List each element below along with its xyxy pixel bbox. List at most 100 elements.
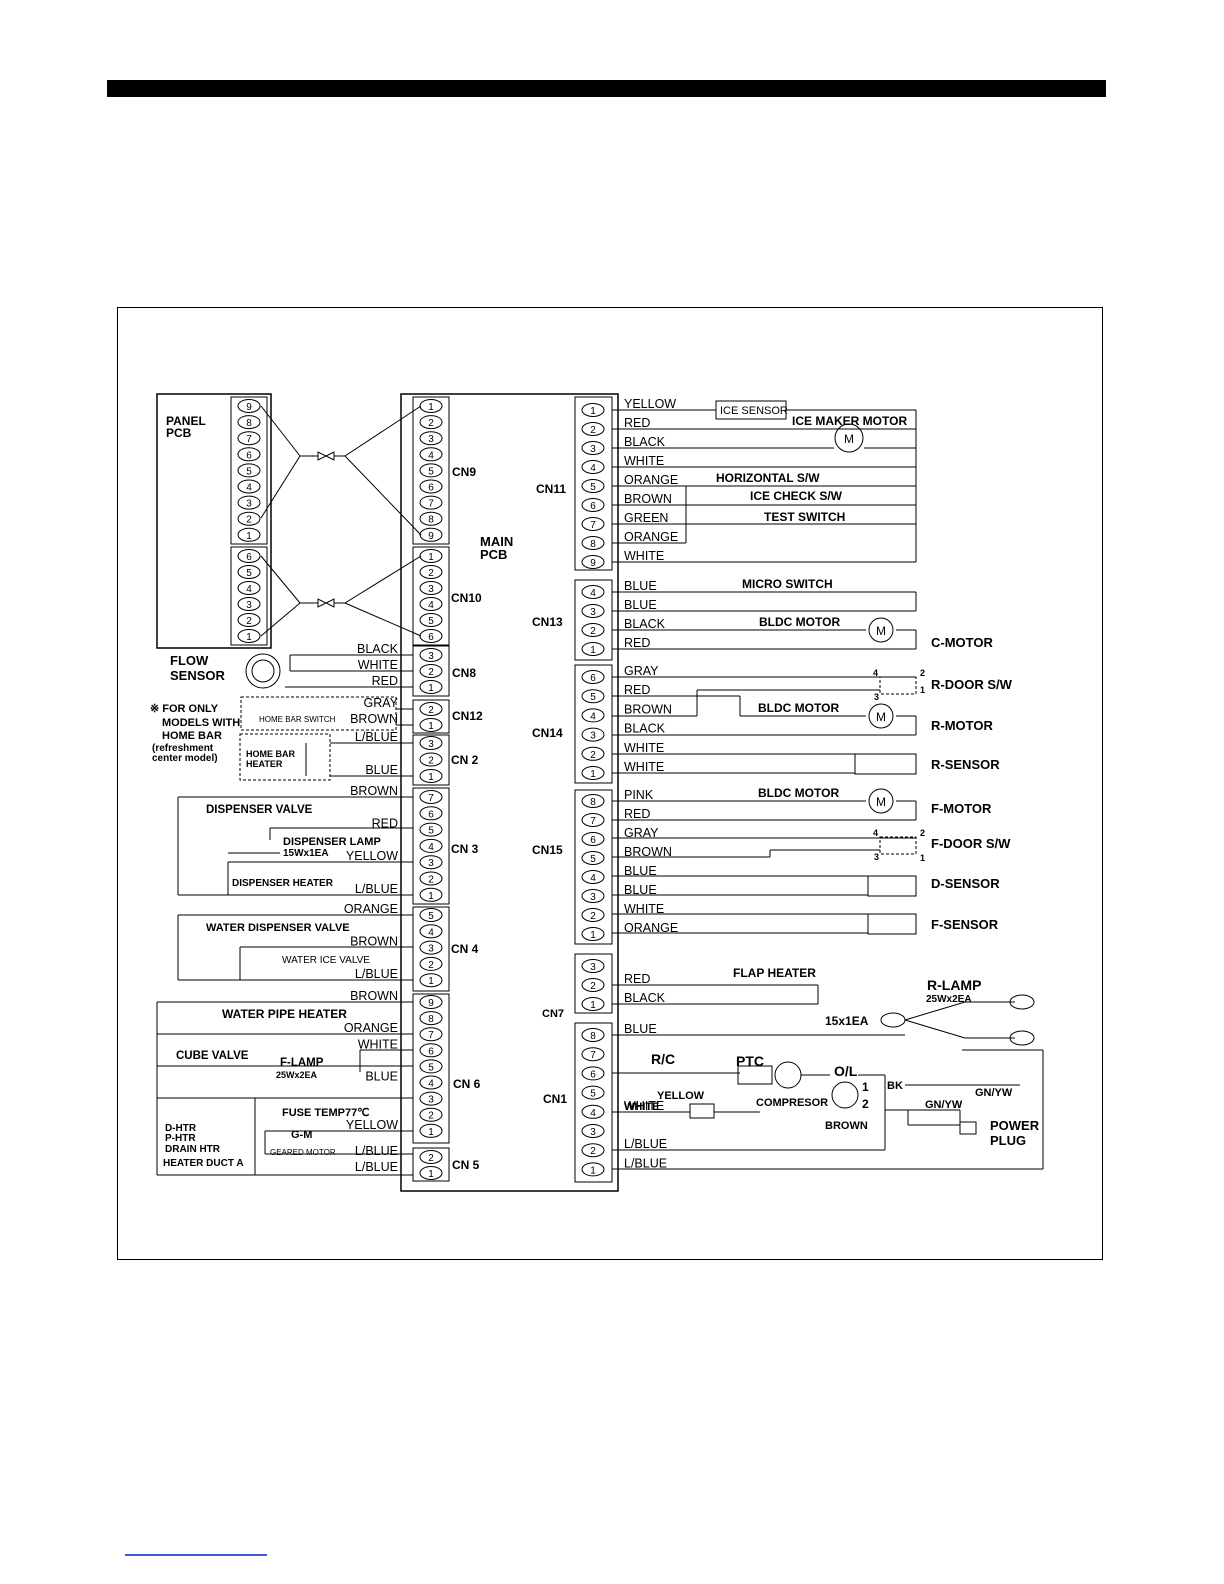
diagram-label: CN10 (451, 591, 482, 605)
wire-color-label: BLUE (624, 864, 657, 878)
pin-number: 6 (428, 809, 434, 820)
connector-pin (581, 978, 605, 992)
connector-pin (237, 581, 261, 595)
diagram-label: PANEL (166, 414, 206, 428)
pin-number: 1 (590, 769, 596, 780)
pin-number: 3 (428, 858, 434, 869)
connector-pin (581, 851, 605, 865)
header-bar (107, 80, 1106, 97)
connector-pin (581, 670, 605, 684)
wire-color-label: BROWN (350, 935, 398, 949)
pin-number: 1 (428, 976, 434, 987)
pin-number: 6 (590, 1069, 596, 1080)
pin-number: 4 (590, 711, 596, 722)
wire-color-label: WHITE (624, 454, 664, 468)
diagram-label: YELLOW (657, 1090, 705, 1102)
connector-pin (419, 822, 443, 837)
connector-pin (237, 495, 261, 510)
pin-number: 4 (428, 600, 434, 611)
diagram-label: GN/YW (975, 1087, 1013, 1099)
connector-pin (237, 431, 261, 446)
pin-number: 2 (428, 418, 434, 429)
pin-number: 2 (590, 981, 596, 992)
connector-pin (581, 1162, 605, 1177)
diagram-label: TEST SWITCH (764, 510, 845, 524)
pin-number: 6 (428, 632, 434, 643)
connector-pin (419, 479, 443, 494)
diagram-label: DISPENSER VALVE (206, 804, 313, 816)
pin-number: 3 (246, 600, 252, 611)
wire-color-label: RED (624, 416, 650, 430)
panel-cross-wires (260, 405, 422, 637)
pin-number: 8 (590, 1031, 596, 1042)
cn5-housing (412, 1147, 450, 1182)
diagram-label: 2 (920, 668, 925, 678)
pin-number: 8 (590, 539, 596, 550)
pin-number: 6 (428, 483, 434, 494)
connector-pin (581, 766, 605, 780)
wire-color-label: YELLOW (346, 1118, 398, 1132)
wire-color-label: L/BLUE (355, 730, 398, 744)
diagram-label: F-LAMP (280, 1057, 324, 1069)
footer-link-line (125, 1554, 267, 1556)
wire-color-label: BLUE (365, 763, 398, 777)
diagram-label: CN15 (532, 843, 563, 857)
pin-number: 9 (246, 402, 252, 413)
connector-pin (237, 565, 261, 579)
wire-color-label: BLUE (624, 1022, 657, 1036)
diagram-label: CN 3 (451, 842, 479, 856)
connector-pin (581, 517, 605, 531)
diagram-label: G-M (291, 1129, 312, 1141)
pin-number: 4 (246, 584, 252, 595)
pin-number: 4 (428, 1079, 434, 1090)
connector-pin (581, 403, 605, 417)
connector-pin (419, 838, 443, 853)
diagram-label: BLDC MOTOR (759, 615, 840, 629)
cn14-housing (574, 664, 613, 784)
connector-pin (419, 399, 443, 413)
pin-number: 4 (428, 842, 434, 853)
pin-number: 5 (246, 568, 252, 579)
wire-color-label: BROWN (350, 784, 398, 798)
connector-pin (419, 527, 443, 542)
pin-number: 3 (428, 1095, 434, 1106)
diagram-label: HOME BAR (162, 730, 222, 742)
wire-color-label: BLACK (624, 617, 666, 631)
connector-pin (581, 908, 605, 922)
diagram-label: FLAP HEATER (733, 966, 816, 980)
pin-number: 2 (590, 626, 596, 637)
connector-pin (419, 463, 443, 478)
diagram-label: center model) (152, 753, 218, 764)
connector-pin (581, 460, 605, 474)
connector-pin (237, 629, 261, 643)
pin-number: 5 (428, 466, 434, 477)
connector-pin (581, 1047, 605, 1062)
pin-number: 5 (590, 692, 596, 703)
wire-color-label: PINK (624, 788, 654, 802)
connector-pin (419, 887, 443, 902)
diagram-label: CN11 (536, 482, 566, 496)
connector-pin (419, 549, 443, 563)
wire-color-label: L/BLUE (355, 1144, 398, 1158)
diagram-label: GEARED MOTOR (270, 1148, 336, 1157)
wire-color-label: WHITE (358, 1037, 398, 1051)
pin-number: 6 (246, 450, 252, 461)
pin-number: 2 (428, 960, 434, 971)
diagram-label: 3 (874, 692, 879, 702)
wire-color-label: ORANGE (344, 1021, 398, 1035)
connector-pin (581, 746, 605, 761)
wire-color-label: GREEN (624, 511, 668, 525)
diagram-label: 1 (920, 685, 925, 695)
connector-pin (419, 855, 443, 870)
connector-pin (581, 832, 605, 846)
diagram-label: MAIN (480, 534, 513, 549)
pin-number: 5 (428, 826, 434, 837)
wire-color-label: WHITE (624, 902, 664, 916)
diagram-label: MODELS WITH (162, 717, 240, 729)
pin-number: 1 (590, 406, 596, 417)
wire-color-label: L/BLUE (624, 1137, 667, 1151)
pin-number: 5 (246, 466, 252, 477)
pin-number: 2 (428, 875, 434, 886)
diagram-label: 2 (920, 828, 925, 838)
connector-pin (581, 1066, 605, 1081)
